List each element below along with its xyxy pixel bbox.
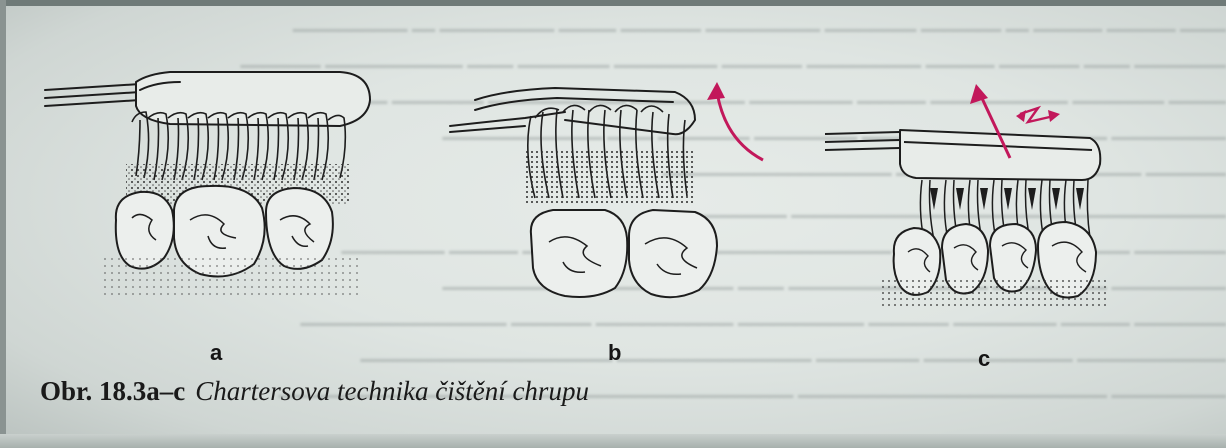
panel-a-illustration: [40, 60, 380, 320]
panel-b-label: b: [608, 340, 621, 366]
figure-number: Obr. 18.3a–c: [40, 376, 185, 406]
figure-caption: Obr. 18.3a–c Chartersova technika čištění…: [40, 376, 589, 407]
page-top-edge: [0, 0, 1226, 6]
page-left-edge: [0, 0, 6, 448]
panel-a-label: a: [210, 340, 222, 366]
figure-title: Chartersova technika čištění chrupu: [195, 376, 589, 406]
panel-b-teeth: [531, 210, 717, 297]
page-bottom-edge: [0, 434, 1226, 448]
panel-b-illustration: [445, 70, 785, 320]
panel-c-illustration: [820, 80, 1120, 320]
panel-b-arrow: [717, 92, 763, 160]
panel-c-label: c: [978, 346, 990, 372]
